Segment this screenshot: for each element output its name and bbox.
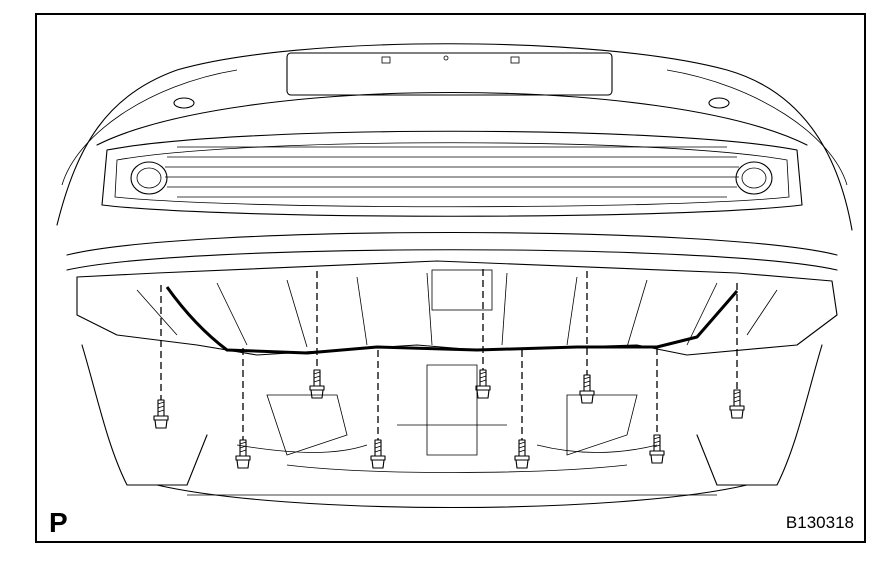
engine-under-cover xyxy=(76,260,838,356)
bolt-2-icon xyxy=(235,439,251,469)
bolt-8-icon xyxy=(649,434,665,464)
figure-id: B130318 xyxy=(785,513,854,532)
bolt-7-icon xyxy=(579,374,595,404)
bolt-4-icon xyxy=(370,439,386,469)
bolt-3-icon xyxy=(309,369,325,399)
bolt-6-icon xyxy=(514,439,530,469)
license-plate-recess xyxy=(286,52,613,96)
fog-lamp-right xyxy=(735,161,773,195)
view-letter: P xyxy=(49,507,68,538)
bolt-guide-lines xyxy=(160,269,738,440)
bumper-hood-line xyxy=(96,91,808,146)
bolt-9-icon xyxy=(729,389,745,419)
bolt-5-icon xyxy=(475,369,491,399)
diagram-frame: P B130318 xyxy=(35,13,866,543)
fog-lamp-left xyxy=(130,161,168,195)
engine-under-cover-illustration xyxy=(56,43,853,509)
bolt-1-icon xyxy=(153,399,169,429)
bumper-upper-outline xyxy=(56,43,853,231)
cover-seal-edge xyxy=(165,286,739,355)
lower-grille-outline xyxy=(101,130,803,217)
